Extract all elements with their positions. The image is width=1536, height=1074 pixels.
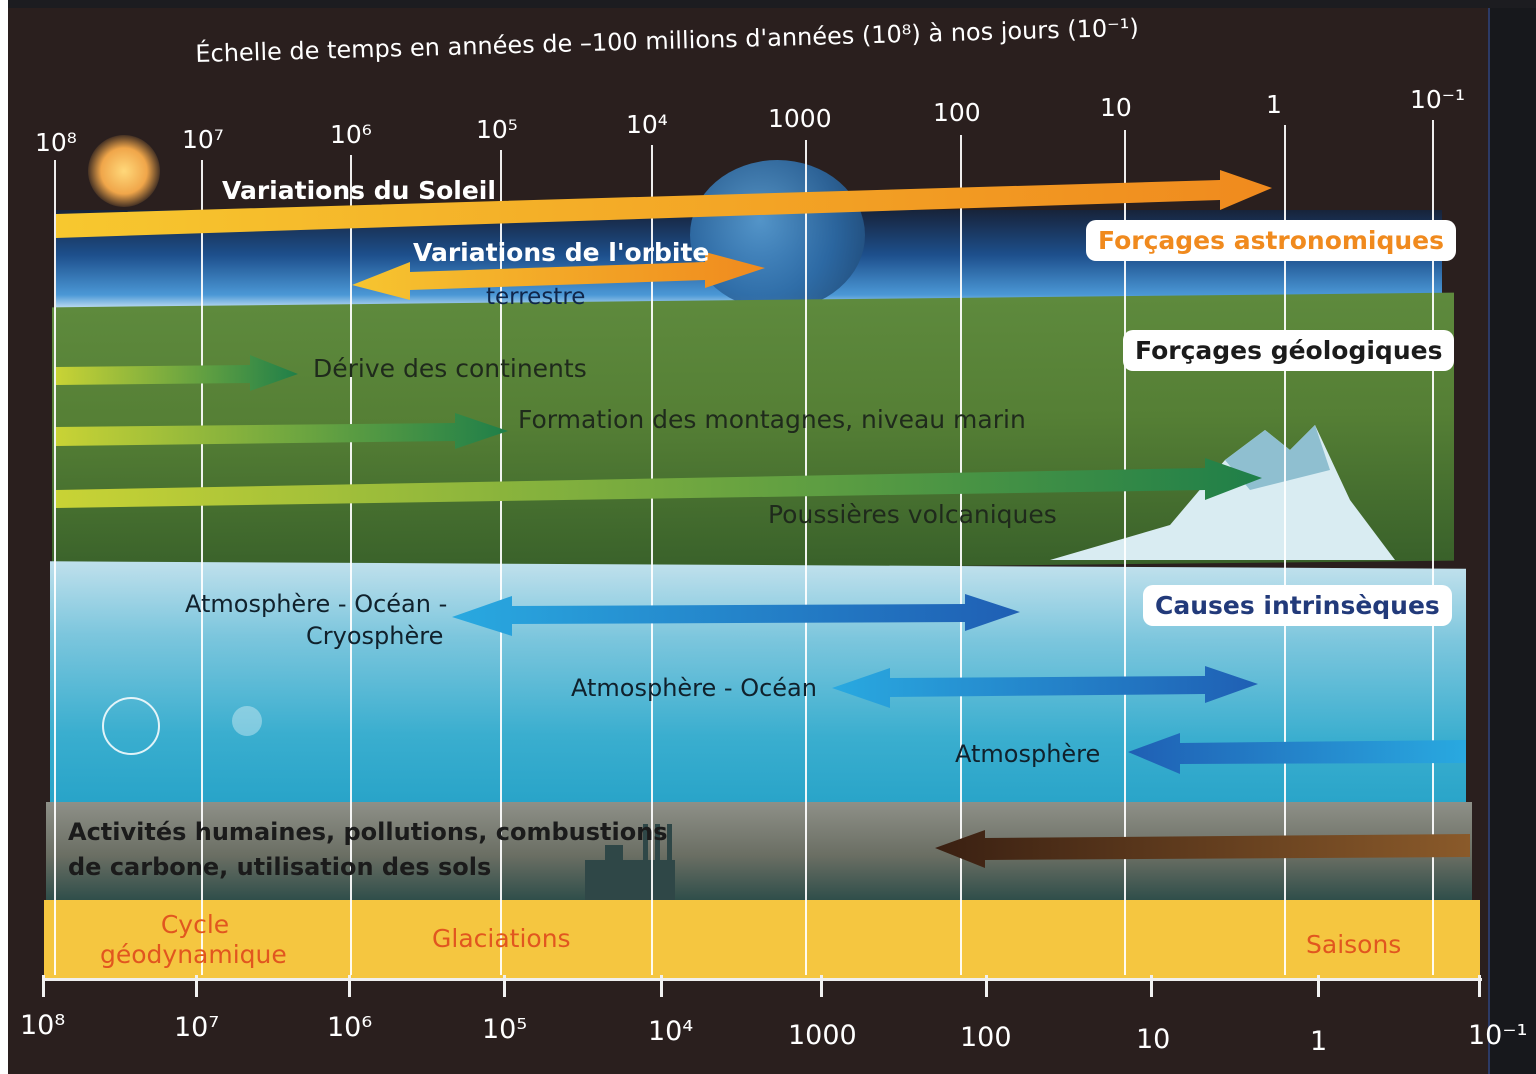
axis-tick bbox=[1478, 975, 1481, 997]
bottom-axis-line bbox=[44, 978, 1482, 981]
gridline bbox=[1284, 125, 1286, 975]
atmosphere-label: Atmosphère bbox=[955, 740, 1101, 768]
human-arrow bbox=[935, 830, 1470, 868]
gridline bbox=[1124, 130, 1126, 975]
sun-variations-label: Variations du Soleil bbox=[222, 176, 496, 205]
top-tick-label: 10 bbox=[1100, 93, 1132, 122]
geodynamic-cycle-label: Cycle bbox=[160, 910, 230, 939]
gridline bbox=[201, 160, 203, 975]
mountains-arrow bbox=[56, 413, 508, 449]
gridline bbox=[1432, 120, 1434, 975]
top-tick-label: 100 bbox=[933, 98, 981, 127]
bottom-tick-label: 100 bbox=[960, 1022, 1012, 1053]
atmosphere-ocean-cryosphere-label: Atmosphère - Océan - bbox=[185, 590, 448, 618]
cycles-band bbox=[44, 900, 1480, 980]
bottom-tick-label: 10⁴ bbox=[648, 1016, 694, 1047]
earth-icon bbox=[690, 160, 865, 310]
top-tick-label: 10⁵ bbox=[476, 115, 518, 144]
top-tick-label: 10⁸ bbox=[35, 128, 77, 157]
bottom-tick-label: 10⁷ bbox=[174, 1012, 220, 1043]
volcanic-arrow bbox=[56, 458, 1262, 508]
axis-tick bbox=[1317, 975, 1320, 997]
glaciations-label: Glaciations bbox=[432, 924, 571, 953]
continental-drift-label: Dérive des continents bbox=[313, 354, 587, 383]
geodynamic-cycle-label-2: géodynamique bbox=[100, 940, 287, 969]
gridline bbox=[960, 135, 962, 975]
bottom-tick-label: 10⁻¹ bbox=[1468, 1020, 1528, 1051]
bottom-tick-label: 10⁵ bbox=[482, 1014, 528, 1045]
gridline bbox=[350, 155, 352, 975]
intrinsic-causes-badge: Causes intrinsèques bbox=[1143, 585, 1452, 626]
mountain-formation-label: Formation des montagnes, niveau marin bbox=[518, 405, 1026, 434]
bottom-tick-label: 10⁸ bbox=[20, 1010, 66, 1041]
factory-icon bbox=[585, 824, 675, 900]
bubble-icon bbox=[232, 706, 262, 736]
bubble-icon bbox=[102, 697, 160, 755]
gridline bbox=[500, 150, 502, 975]
axis-tick bbox=[195, 975, 198, 997]
atmosphere-ocean-cryosphere-label-2: Cryosphère bbox=[306, 622, 444, 650]
orbit-arrow bbox=[352, 252, 765, 300]
human-activities-label: Activités humaines, pollutions, combusti… bbox=[68, 818, 668, 846]
gridline bbox=[651, 145, 653, 975]
geological-forcing-badge: Forçages géologiques bbox=[1123, 330, 1455, 371]
top-tick-label: 10⁷ bbox=[182, 125, 224, 154]
orbit-variations-label: Variations de l'orbite bbox=[413, 238, 710, 267]
axis-tick bbox=[1150, 975, 1153, 997]
human-activities-label-2: de carbone, utilisation des sols bbox=[68, 853, 492, 881]
axis-tick bbox=[348, 975, 351, 997]
top-tick-label: 1000 bbox=[768, 104, 832, 133]
bottom-tick-label: 1 bbox=[1310, 1026, 1328, 1057]
axis-tick bbox=[820, 975, 823, 997]
astronomical-forcing-badge: Forçages astronomiques bbox=[1086, 220, 1457, 261]
atm-arrow bbox=[1128, 733, 1466, 774]
aoc-arrow bbox=[452, 594, 1020, 636]
continents-arrow bbox=[56, 355, 298, 391]
gridline bbox=[805, 140, 807, 975]
bottom-tick-label: 1000 bbox=[788, 1020, 857, 1051]
sun-arrow bbox=[56, 170, 1272, 238]
gridline bbox=[54, 160, 56, 975]
right-edge bbox=[1488, 8, 1536, 1074]
atmosphere-ocean-label: Atmosphère - Océan bbox=[571, 674, 817, 702]
bottom-tick-label: 10 bbox=[1136, 1024, 1171, 1055]
volcanic-dust-label: Poussières volcaniques bbox=[768, 500, 1057, 529]
axis-tick bbox=[42, 975, 45, 997]
sun-icon bbox=[88, 135, 160, 207]
axis-tick bbox=[985, 975, 988, 997]
top-tick-label: 1 bbox=[1266, 90, 1282, 119]
axis-tick bbox=[660, 975, 663, 997]
ao-arrow bbox=[832, 666, 1258, 708]
bottom-tick-label: 10⁶ bbox=[327, 1012, 373, 1043]
seasons-label: Saisons bbox=[1306, 930, 1402, 959]
axis-tick bbox=[503, 975, 506, 997]
orbit-variations-label-2: terrestre bbox=[486, 284, 586, 310]
top-tick-label: 10⁶ bbox=[330, 120, 372, 149]
top-tick-label: 10⁻¹ bbox=[1410, 85, 1466, 114]
top-tick-label: 10⁴ bbox=[626, 110, 668, 139]
